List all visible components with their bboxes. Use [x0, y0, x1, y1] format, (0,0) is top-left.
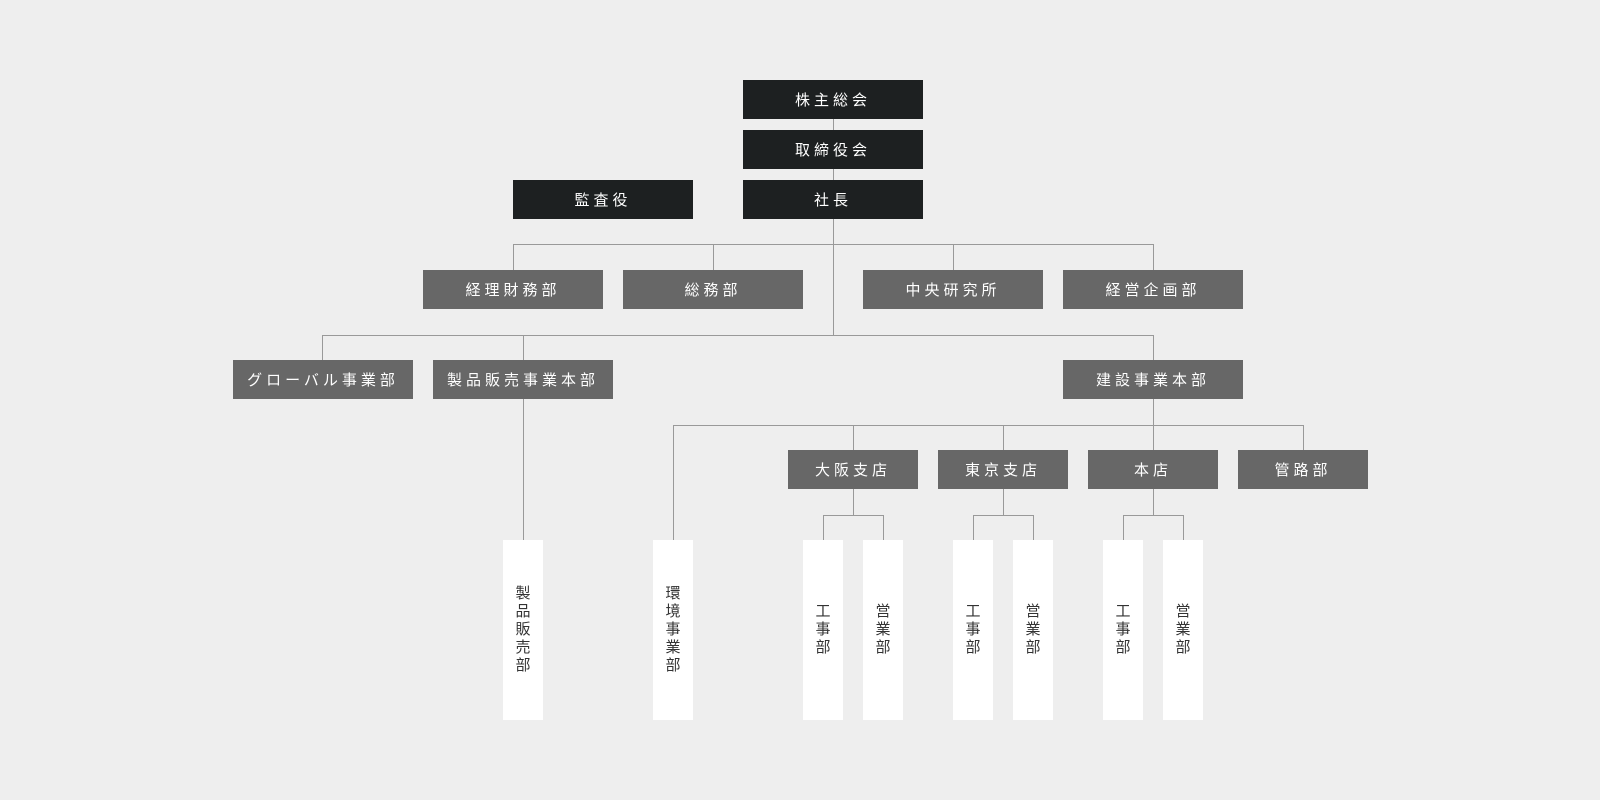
finance-department-box: 経理財務部 [423, 270, 603, 309]
osaka-sales-department-box: 営業部 [863, 540, 903, 720]
head-office-sales-department-box: 営業部 [1163, 540, 1203, 720]
central-research-institute-box: 中央研究所 [863, 270, 1043, 309]
auditor-box: 監査役 [513, 180, 693, 219]
construction-hq-box: 建設事業本部 [1063, 360, 1243, 399]
osaka-construction-department-box: 工事部 [803, 540, 843, 720]
president-box: 社長 [743, 180, 923, 219]
product-sales-department-box: 製品販売部 [503, 540, 543, 720]
corporate-planning-department-box: 経営企画部 [1063, 270, 1243, 309]
osaka-branch-box: 大阪支店 [788, 450, 918, 489]
environment-division-box: 環境事業部 [653, 540, 693, 720]
general-affairs-department-box: 総務部 [623, 270, 803, 309]
product-sales-hq-box: 製品販売事業本部 [433, 360, 613, 399]
pipeline-department-box: 管路部 [1238, 450, 1368, 489]
head-office-box: 本店 [1088, 450, 1218, 489]
tokyo-construction-department-box: 工事部 [953, 540, 993, 720]
board-of-directors-box: 取締役会 [743, 130, 923, 169]
shareholders-meeting-box: 株主総会 [743, 80, 923, 119]
tokyo-branch-box: 東京支店 [938, 450, 1068, 489]
global-division-box: グローバル事業部 [233, 360, 413, 399]
head-office-construction-department-box: 工事部 [1103, 540, 1143, 720]
tokyo-sales-department-box: 営業部 [1013, 540, 1053, 720]
